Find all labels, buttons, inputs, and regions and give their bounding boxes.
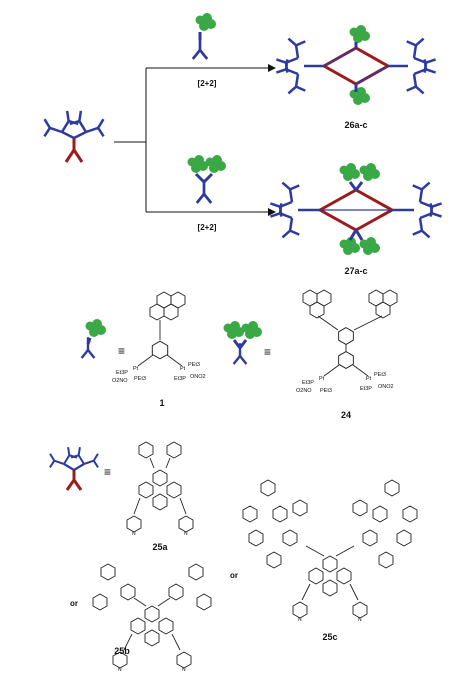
pyridine-n-label: N <box>118 667 122 673</box>
compound-label-1: 1 <box>159 398 164 408</box>
nitrate-label-left: O2NO <box>112 378 128 384</box>
pt-ligand-label: PEt3 <box>374 372 386 378</box>
pt-ligand-label: PEt3 <box>134 376 146 382</box>
pyridine-n-label: N <box>298 617 302 623</box>
reaction-label-top: [2+2] <box>198 79 217 88</box>
equiv-symbol-1: ≡ <box>118 344 125 358</box>
compound-label-25b: 25b <box>114 646 130 656</box>
branch-arrows <box>114 64 276 216</box>
compound-label-25a: 25a <box>152 542 168 552</box>
pt-ligand-label: Et3P <box>302 380 314 386</box>
or-label-25c: or <box>230 571 238 580</box>
structure-compound-1: Et3P Pt O2NO PEt3 Pt PEt3 Et3P ONO2 <box>112 291 206 384</box>
pt-label: Pt <box>180 366 186 372</box>
pt-ligand-label: Et3P <box>360 386 372 392</box>
equiv-symbol-25: ≡ <box>104 465 111 479</box>
pt-ligand-label: PEt3 <box>320 388 332 394</box>
pt-ligand-label: Et3P <box>116 370 128 376</box>
structure-compound-25b: N N <box>92 563 212 673</box>
product-27-metallacycle <box>266 163 446 255</box>
or-label-25b: or <box>70 599 78 608</box>
bis-pyrene-acceptor-cartoon <box>187 155 226 205</box>
nitrate-label-right: ONO2 <box>378 384 394 390</box>
nitrate-label-right: ONO2 <box>190 374 206 380</box>
compound-label-24: 24 <box>341 410 351 420</box>
pt-label: Pt <box>366 376 372 382</box>
legend-cartoon-24 <box>223 321 262 366</box>
dendritic-donor-cartoon <box>37 107 111 163</box>
legend-cartoon-1 <box>80 319 106 360</box>
pyridine-n-label: N <box>132 531 136 537</box>
reaction-label-bottom: [2+2] <box>198 223 217 232</box>
pyridine-n-label: N <box>184 531 188 537</box>
structure-compound-25c: N N <box>242 479 418 623</box>
product-label-27: 27a-c <box>344 266 367 276</box>
pyridine-n-label: N <box>182 667 186 673</box>
pt-ligand-label: Et3P <box>174 376 186 382</box>
pt-ligand-label: PEt3 <box>188 362 200 368</box>
structure-compound-24: Et3P Pt O2NO PEt3 Pt PEt3 Et3P ONO2 <box>296 289 398 394</box>
product-26-metallacycle <box>272 25 440 105</box>
pt-label: Pt <box>133 366 139 372</box>
legend-cartoon-25 <box>44 444 104 491</box>
pyrene-acceptor-cartoon <box>191 13 216 61</box>
pyridine-n-label: N <box>358 617 362 623</box>
product-label-26: 26a-c <box>344 120 367 130</box>
compound-label-25c: 25c <box>322 632 337 642</box>
structure-compound-25a: N N <box>126 441 194 537</box>
nitrate-label-left: O2NO <box>296 388 312 394</box>
pt-label: Pt <box>319 376 325 382</box>
equiv-symbol-24: ≡ <box>264 345 271 359</box>
